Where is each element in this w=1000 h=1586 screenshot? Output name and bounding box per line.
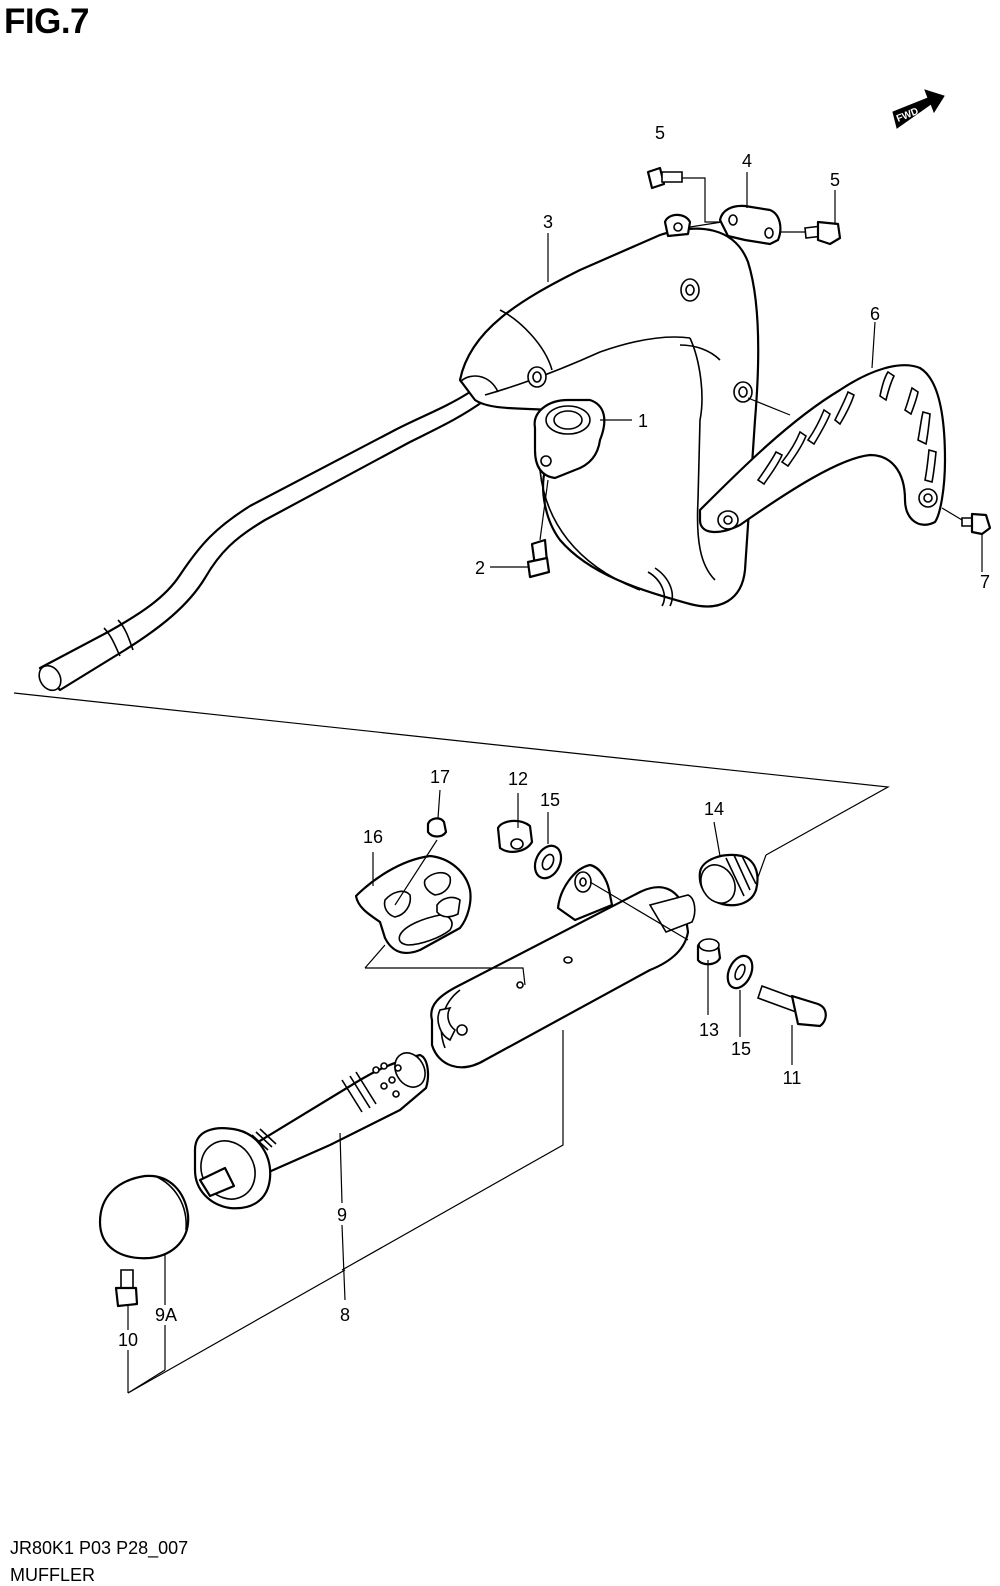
end-cap-part[interactable] [98,1174,190,1260]
callout-7: 7 [980,572,990,592]
baffle-tube-part[interactable] [190,1047,431,1210]
washer-15a-part[interactable] [530,842,566,883]
callout-9: 9 [337,1205,347,1225]
callout-3: 3 [543,212,553,232]
callout-15-upper: 15 [540,790,560,810]
fwd-label: FWD [895,106,920,125]
callout-2: 2 [475,558,485,578]
bolt-11-part[interactable] [756,984,827,1028]
callout-5-left: 5 [655,123,665,143]
heat-guard-part[interactable] [698,364,947,533]
nut-12-part[interactable] [496,819,534,853]
callout-12: 12 [508,769,528,789]
grommet-14-part[interactable] [694,853,759,909]
collar-13-part[interactable] [696,938,722,966]
callout-labels: 1 2 3 4 5 5 6 7 8 9 9A 10 11 12 13 14 15… [118,123,990,1350]
protector-16-part[interactable] [354,854,472,955]
leader-lines-lower [127,789,793,1394]
figure-title: FIG.7 [4,2,90,41]
gasket-part[interactable] [533,398,606,480]
washer-15b-part[interactable] [723,952,757,992]
callout-10: 10 [118,1330,138,1350]
callout-4: 4 [742,151,752,171]
figure-caption: MUFFLER [10,1565,95,1585]
callout-16: 16 [363,827,383,847]
drawing-code: JR80K1 P03 P28_007 [10,1538,189,1558]
leader-lines-upper [490,172,983,572]
screw-17-part[interactable] [426,817,448,838]
callout-11: 11 [783,1068,802,1088]
callout-17: 17 [430,767,450,787]
bracket-4-part[interactable] [718,204,782,246]
bolt-10-part[interactable] [114,1269,139,1308]
exhaust-pipe-part[interactable] [35,213,760,694]
callout-1: 1 [638,411,648,431]
callout-14: 14 [704,799,724,819]
callout-8: 8 [340,1305,350,1325]
bolt-5b-part[interactable] [804,220,842,246]
callout-15-lower: 15 [731,1039,751,1059]
assembly-leader-line [13,692,890,856]
fwd-arrow-icon: FWD [892,89,945,129]
silencer-body-part[interactable] [430,863,696,1069]
callout-5-right: 5 [830,170,840,190]
callout-6: 6 [870,304,880,324]
callout-9a: 9A [155,1305,177,1325]
callout-13: 13 [699,1020,719,1040]
bolt-7-part[interactable] [961,512,992,536]
bolt-5a-part[interactable] [646,166,683,190]
bolt-2-part[interactable] [526,538,551,579]
